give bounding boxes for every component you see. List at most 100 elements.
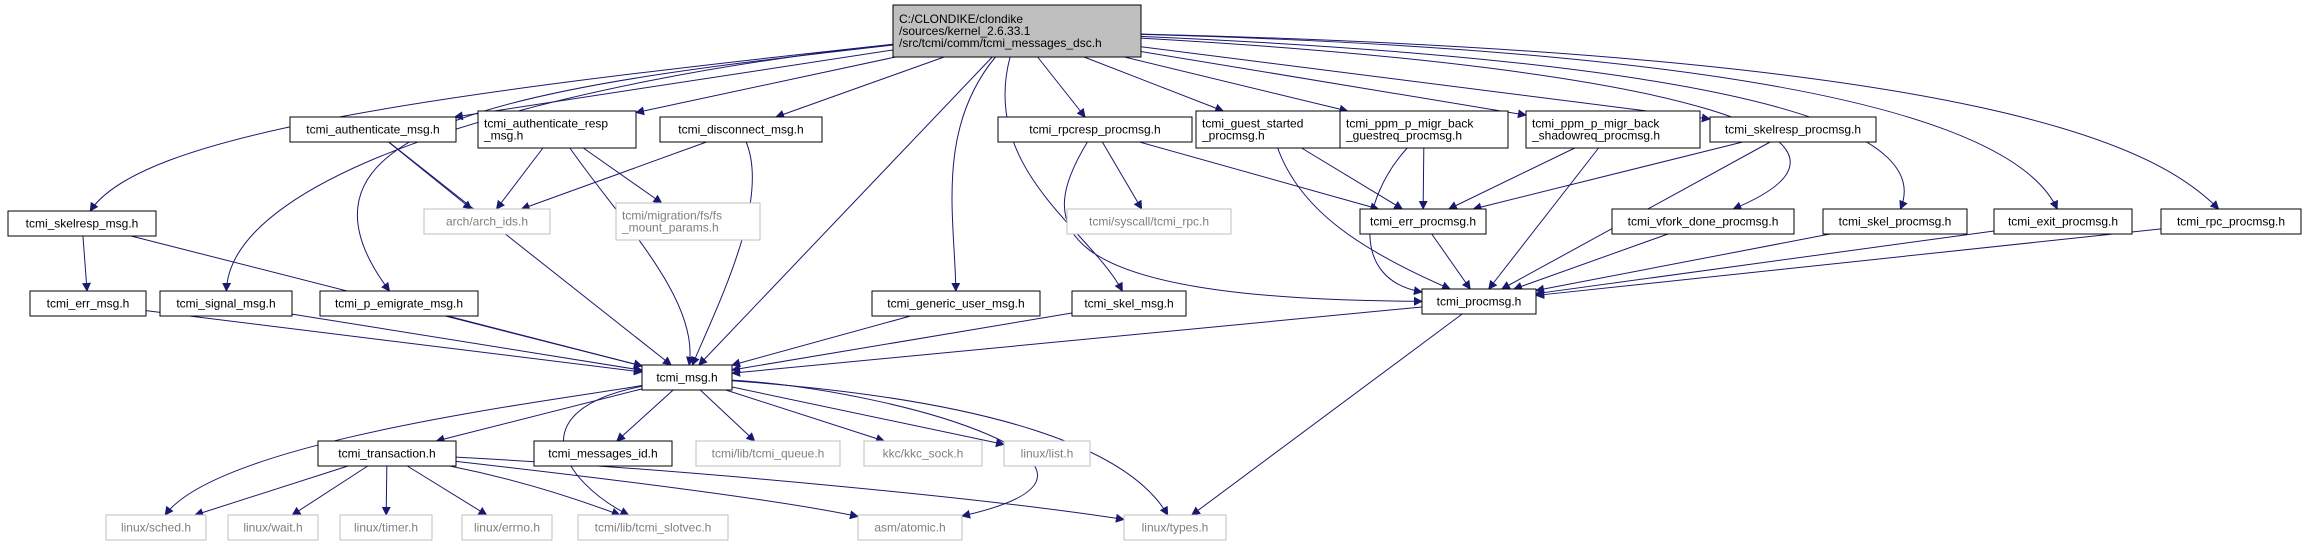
node-label: tcmi/lib/tcmi_slotvec.h <box>595 521 712 535</box>
node-label: linux/wait.h <box>243 521 302 535</box>
edge-auth-to-msg <box>388 141 672 366</box>
node-box <box>997 116 1193 143</box>
node-wait: linux/wait.h <box>227 514 319 541</box>
node-box <box>1822 208 1968 235</box>
edge-ppms-to-procmsg <box>1488 147 1599 290</box>
edge-ppmg-to-errproc <box>1418 147 1428 210</box>
edge-ppms-to-errproc <box>1448 147 1576 210</box>
edge-exitproc-to-procmsg <box>1535 230 1995 298</box>
node-skelresp[interactable]: tcmi_skelresp_msg.h <box>7 210 157 237</box>
node-label: tcmi_procmsg.h <box>1437 295 1522 309</box>
node-box <box>461 514 553 541</box>
node-generic[interactable]: tcmi_generic_user_msg.h <box>871 290 1041 317</box>
edge-root-to-skelmsg <box>1004 56 1123 292</box>
node-msgid[interactable]: tcmi_messages_id.h <box>533 440 673 467</box>
edge-guest-to-procmsg <box>1277 147 1451 290</box>
node-label: tcmi_skel_msg.h <box>1084 297 1173 311</box>
node-box <box>871 290 1041 317</box>
node-errmsg[interactable]: tcmi_err_msg.h <box>29 290 147 317</box>
node-label: tcmi_ppm_p_migr_back_shadowreq_procmsg.h <box>1531 117 1660 143</box>
node-label: tcmi_skelresp_procmsg.h <box>1725 123 1861 137</box>
node-box <box>1709 116 1877 143</box>
node-guest[interactable]: tcmi_guest_started_procmsg.h <box>1195 110 1347 149</box>
node-box <box>1195 110 1347 149</box>
node-box <box>577 514 729 541</box>
node-label: C:/CLONDIKE/clondike/sources/kernel_2.6.… <box>899 12 1102 50</box>
node-msg[interactable]: tcmi_msg.h <box>641 364 733 391</box>
node-box <box>2160 208 2302 235</box>
node-box <box>659 116 823 143</box>
node-trans[interactable]: tcmi_transaction.h <box>317 440 457 467</box>
edge-root-to-generic <box>951 56 996 292</box>
node-box <box>857 514 963 541</box>
edge-msg-to-atomic <box>731 379 1038 519</box>
node-box <box>289 116 457 143</box>
edge-root-to-guest <box>1083 56 1225 113</box>
edge-trans-to-timer <box>381 465 391 516</box>
node-slotvec: tcmi/lib/tcmi_slotvec.h <box>577 514 729 541</box>
node-types: linux/types.h <box>1123 514 1227 541</box>
node-fsmount: tcmi/migration/fs/fs_mount_params.h <box>615 202 761 241</box>
edge-root-to-pemig <box>356 44 894 292</box>
edge-signal-to-msg <box>291 313 643 374</box>
node-queue: tcmi/lib/tcmi_queue.h <box>695 440 841 467</box>
node-label: arch/arch_ids.h <box>446 215 528 229</box>
edge-root-to-ppmg <box>1124 56 1349 114</box>
edge-msg-to-types <box>731 380 1169 516</box>
node-ppms[interactable]: tcmi_ppm_p_migr_back_shadowreq_procmsg.h <box>1525 110 1701 149</box>
node-disc[interactable]: tcmi_disconnect_msg.h <box>659 116 823 143</box>
node-box <box>533 440 673 467</box>
edge-root-to-skelrp <box>1140 46 1711 123</box>
node-vfork[interactable]: tcmi_vfork_done_procmsg.h <box>1611 208 1795 235</box>
node-label: linux/timer.h <box>354 521 418 535</box>
node-auth[interactable]: tcmi_authenticate_msg.h <box>289 116 457 143</box>
node-box <box>317 440 457 467</box>
node-label: tcmi_err_procmsg.h <box>1370 215 1476 229</box>
edge-root-to-auth <box>453 49 894 121</box>
node-root[interactable]: C:/CLONDIKE/clondike/sources/kernel_2.6.… <box>892 4 1142 58</box>
node-label: tcmi_guest_started_procmsg.h <box>1201 117 1303 143</box>
edge-rpcresp-to-errproc <box>1139 141 1380 212</box>
edge-trans-to-errno <box>407 465 488 516</box>
node-skelproc[interactable]: tcmi_skel_procmsg.h <box>1822 208 1968 235</box>
node-procmsg[interactable]: tcmi_procmsg.h <box>1421 288 1537 315</box>
edge-msg-to-kkc <box>725 389 886 443</box>
node-box <box>423 208 551 235</box>
node-box <box>892 4 1142 58</box>
node-exitproc[interactable]: tcmi_exit_procmsg.h <box>1993 208 2133 235</box>
node-box <box>695 440 841 467</box>
node-label: tcmi_skel_procmsg.h <box>1839 215 1952 229</box>
edge-root-to-exitproc <box>1140 33 2058 210</box>
node-rpc: tcmi/syscall/tcmi_rpc.h <box>1066 208 1232 235</box>
edge-procmsg-to-types <box>1191 313 1463 516</box>
node-authr[interactable]: tcmi_authenticate_resp_msg.h <box>477 110 637 149</box>
node-signal[interactable]: tcmi_signal_msg.h <box>159 290 293 317</box>
edge-vfork-to-procmsg <box>1513 233 1669 291</box>
node-archids: arch/arch_ids.h <box>423 208 551 235</box>
node-pemig[interactable]: tcmi_p_emigrate_msg.h <box>319 290 479 317</box>
node-errproc[interactable]: tcmi_err_procmsg.h <box>1359 208 1487 235</box>
edge-root-to-msg <box>698 56 993 366</box>
node-atomic: asm/atomic.h <box>857 514 963 541</box>
node-rpcproc[interactable]: tcmi_rpc_procmsg.h <box>2160 208 2302 235</box>
edge-root-to-authr <box>635 56 896 116</box>
node-kkc: kkc/kkc_sock.h <box>863 440 983 467</box>
edge-pemig-to-msg <box>447 315 643 369</box>
node-rpcresp[interactable]: tcmi_rpcresp_procmsg.h <box>997 116 1193 143</box>
node-box <box>1359 208 1487 235</box>
edge-rpcresp-to-rpc <box>1101 141 1143 210</box>
node-skelrp[interactable]: tcmi_skelresp_procmsg.h <box>1709 116 1877 143</box>
node-box <box>1339 110 1509 149</box>
node-label: tcmi_rpc_procmsg.h <box>2177 215 2285 229</box>
edge-authr-to-fsmount <box>583 147 663 204</box>
node-label: tcmi_authenticate_resp_msg.h <box>483 117 608 143</box>
node-box <box>1123 514 1227 541</box>
edge-trans-to-wait <box>291 465 369 516</box>
edge-rpcproc-to-procmsg <box>1535 228 2162 300</box>
edge-authr-to-msg <box>569 147 695 366</box>
node-label: tcmi_exit_procmsg.h <box>2008 215 2118 229</box>
node-box <box>319 290 479 317</box>
edge-skelproc-to-procmsg <box>1535 233 1831 294</box>
node-ppmg[interactable]: tcmi_ppm_p_migr_back_guestreq_procmsg.h <box>1339 110 1509 149</box>
node-skelmsg[interactable]: tcmi_skel_msg.h <box>1071 290 1187 317</box>
